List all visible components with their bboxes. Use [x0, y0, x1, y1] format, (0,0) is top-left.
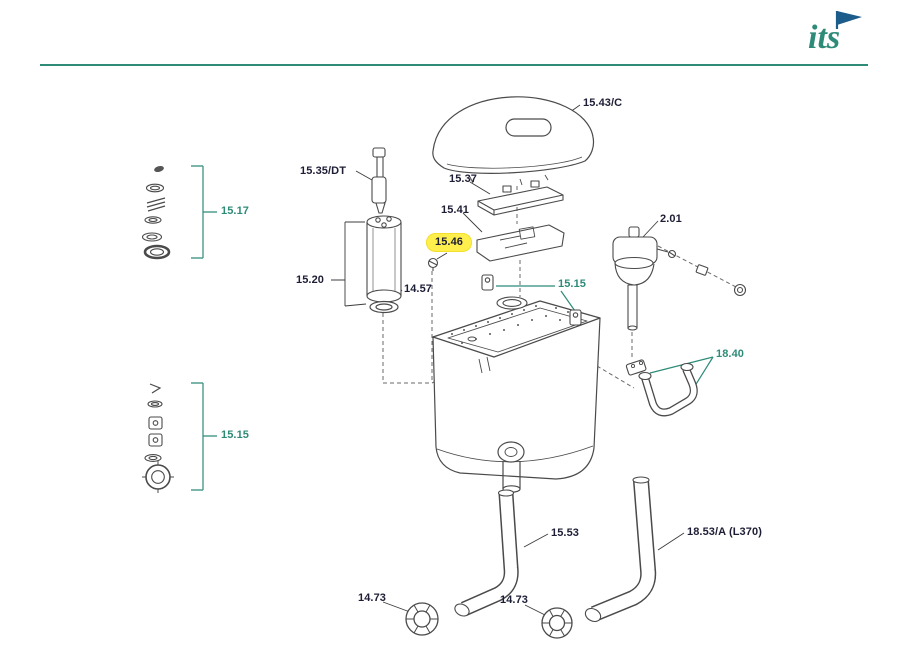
part-cylinder	[366, 215, 402, 303]
part-label-14-57[interactable]: 14.57	[404, 283, 433, 295]
logo-flag-icon	[837, 11, 862, 25]
part-label-15-37[interactable]: 15.37	[449, 173, 478, 185]
part-seal-ring	[369, 300, 399, 314]
part-inlet-valve	[612, 226, 747, 331]
logo-text: its	[808, 19, 840, 56]
leader-lines	[331, 104, 685, 617]
header-divider	[40, 64, 868, 66]
part-label-15-41[interactable]: 15.41	[441, 204, 470, 216]
part-tank-body	[432, 300, 601, 493]
part-flush-pipe	[454, 489, 519, 617]
part-plate	[477, 180, 564, 216]
part-label-15-15-left[interactable]: 15.15	[221, 429, 250, 441]
part-group-15-17	[141, 166, 171, 260]
part-screw-highlighted	[427, 257, 439, 271]
part-label-15-43-c[interactable]: 15.43/C	[583, 97, 623, 109]
part-label-15-46-highlighted[interactable]: 15.46	[426, 233, 473, 252]
part-label-15-53[interactable]: 15.53	[551, 527, 580, 539]
part-mechanism	[476, 224, 565, 262]
part-label-18-53-a[interactable]: 18.53/A (L370)	[687, 526, 762, 538]
part-label-15-20[interactable]: 15.20	[296, 274, 325, 286]
part-label-15-35-dt[interactable]: 15.35/DT	[300, 165, 347, 177]
part-label-14-73-left[interactable]: 14.73	[358, 592, 387, 604]
part-flush-rod	[371, 147, 387, 214]
part-bracket-18-40	[625, 359, 698, 417]
part-group-15-15-left	[142, 383, 174, 493]
part-label-18-40[interactable]: 18.40	[716, 348, 745, 360]
part-long-flush-pipe	[584, 476, 657, 623]
part-label-15-15-center[interactable]: 15.15	[558, 278, 587, 290]
part-coupling-nut-left	[405, 602, 439, 636]
its-logo: its	[808, 11, 862, 56]
part-coupling-nut-right	[541, 607, 573, 639]
part-label-14-73-right[interactable]: 14.73	[500, 594, 529, 606]
part-group-center-fittings	[481, 274, 582, 326]
part-label-15-17[interactable]: 15.17	[221, 205, 250, 217]
part-lid	[432, 96, 595, 186]
part-label-2-01[interactable]: 2.01	[660, 213, 682, 225]
